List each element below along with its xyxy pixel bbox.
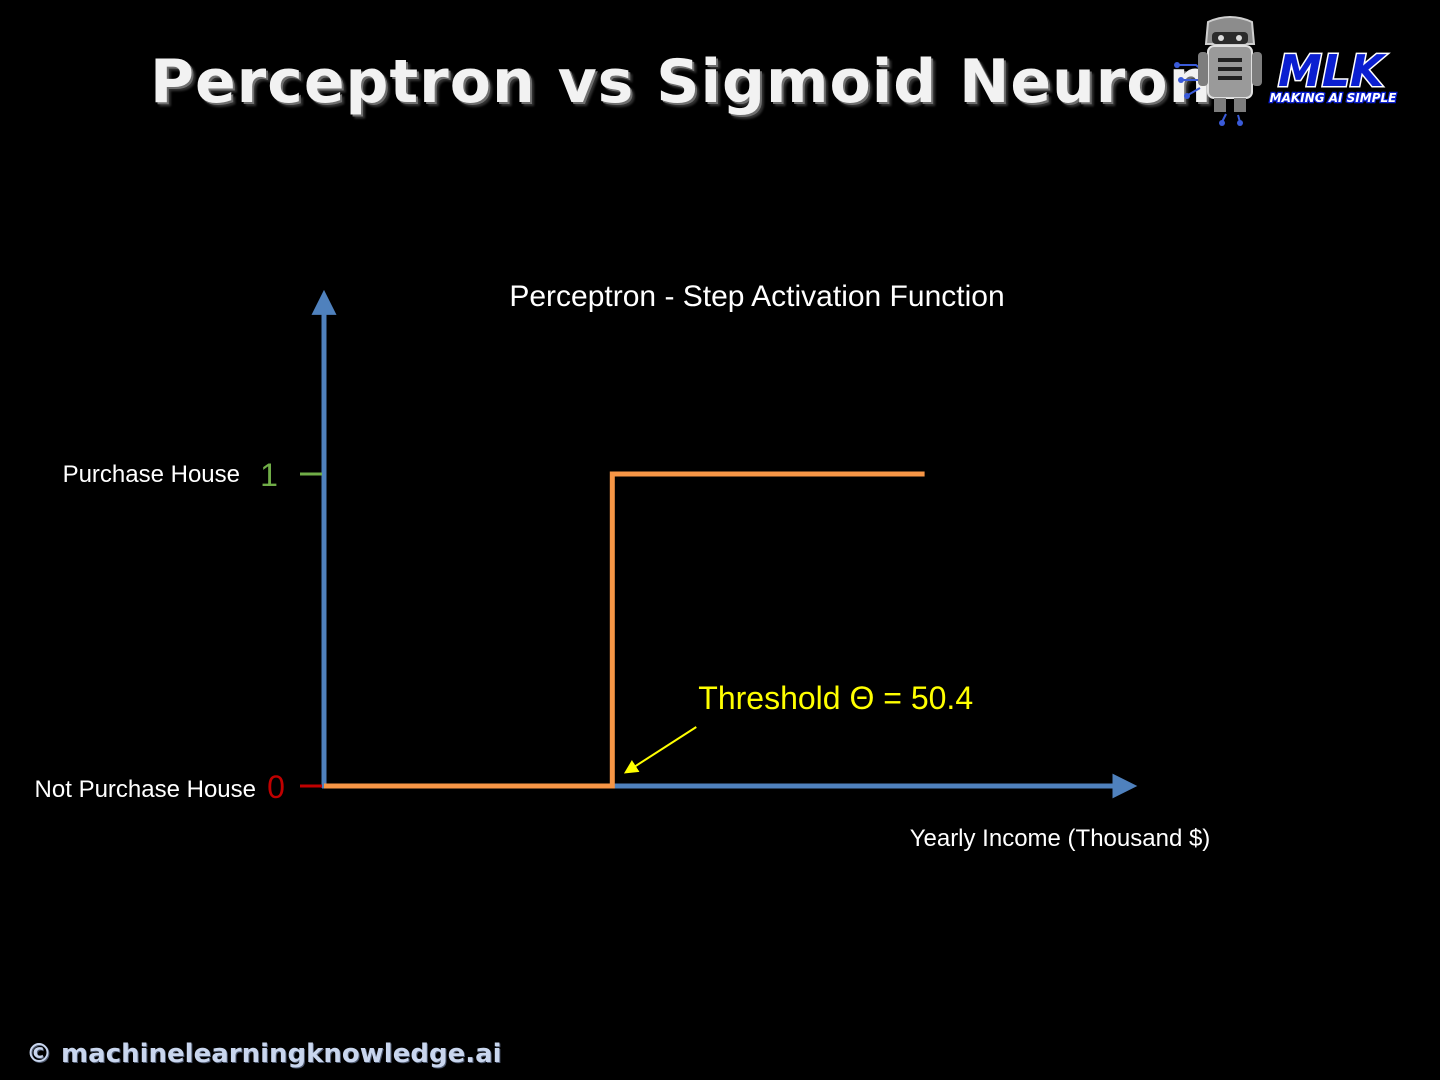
y-category-purchase-house: Purchase House — [63, 461, 240, 488]
x-axis-label: Yearly Income (Thousand $) — [910, 825, 1211, 852]
threshold-arrow — [623, 726, 697, 774]
y-tick-label-zero: 0 — [267, 769, 285, 805]
y-category-not-purchase-house: Not Purchase House — [35, 776, 256, 803]
logo-brand-text: MLK — [1278, 46, 1387, 97]
mlk-logo: MLK MAKING AI SIMPLE — [1168, 10, 1418, 128]
threshold-annotation: Threshold Θ = 50.4 — [698, 680, 973, 716]
y-tick-label-one: 1 — [260, 457, 278, 493]
logo-tagline: MAKING AI SIMPLE — [1270, 91, 1397, 105]
step-series-line — [324, 471, 925, 789]
chart-title: Perceptron - Step Activation Function — [509, 280, 1004, 313]
copyright-footer: © machinelearningknowledge.ai — [26, 1039, 502, 1069]
robot-logo-icon: MLK MAKING AI SIMPLE — [1174, 16, 1398, 126]
page-title: Perceptron vs Sigmoid Neuron — [150, 47, 1213, 117]
